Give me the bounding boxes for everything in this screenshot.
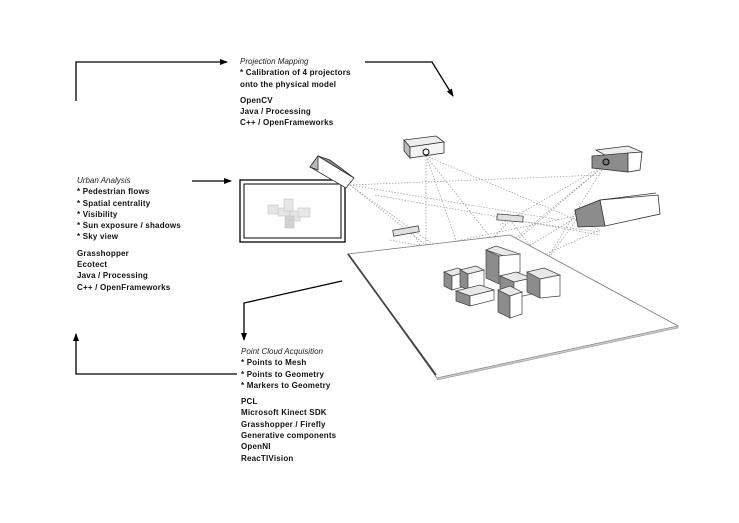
- point-cloud-tool: OpenNI: [241, 442, 271, 452]
- urban-analysis-tool: C++ / OpenFrameworks: [77, 282, 171, 292]
- point-cloud-tool: Grasshopper / Firefly: [241, 419, 326, 429]
- projector-right-top: [591, 145, 644, 173]
- urban-analysis-bullet: * Sun exposure / shadows: [77, 221, 181, 231]
- projector-left: [309, 154, 355, 189]
- urban-analysis-bullet: * Pedestrian flows: [77, 187, 150, 197]
- analysis-screen: [239, 179, 346, 243]
- projection-mapping-tool: OpenCV: [240, 95, 273, 105]
- arrow-projection-to-model: [365, 61, 454, 97]
- urban-analysis-tool: Grasshopper: [77, 248, 129, 258]
- projection-mapping-title: Projection Mapping: [240, 57, 309, 66]
- projection-mapping-bullet: * Calibration of 4 projectors: [240, 68, 351, 78]
- arrow-pointcloud-to-analysis: [73, 333, 237, 375]
- point-cloud-bullet: * Markers to Geometry: [241, 380, 331, 390]
- point-cloud-block: Point Cloud Acquisition * Points to Mesh…: [241, 346, 336, 464]
- point-cloud-tool: PCL: [241, 397, 258, 407]
- point-cloud-title: Point Cloud Acquisition: [241, 347, 323, 356]
- flow-arrows: [73, 59, 454, 375]
- projection-mapping-tool: Java / Processing: [240, 107, 311, 117]
- point-cloud-tool: Generative components: [241, 431, 337, 441]
- point-cloud-tool: ReacTIVision: [241, 453, 294, 463]
- physical-model-blocks: [443, 245, 562, 319]
- kinect-sensor-left: [392, 225, 420, 237]
- urban-analysis-tool: Ecotect: [77, 260, 108, 270]
- projection-mapping-block: Projection Mapping * Calibration of 4 pr…: [240, 56, 351, 129]
- point-cloud-tool: Microsoft Kinect SDK: [241, 408, 327, 418]
- urban-analysis-bullet: * Sky view: [77, 232, 119, 242]
- urban-analysis-bullet: * Spatial centrality: [77, 198, 151, 208]
- urban-analysis-tool: Java / Processing: [77, 271, 148, 281]
- point-cloud-bullet: * Points to Mesh: [241, 358, 307, 368]
- arrow-analysis-to-projection: [75, 59, 228, 101]
- projection-mapping-tool: C++ / OpenFrameworks: [240, 118, 334, 128]
- projector-top: [403, 135, 446, 160]
- kinect-sensor-right: [496, 213, 524, 223]
- projector-right-large: [574, 192, 661, 228]
- point-cloud-bullet: * Points to Geometry: [241, 369, 325, 379]
- urban-analysis-title: Urban Analysis: [77, 176, 131, 185]
- screen-model-thumbnail: [267, 198, 311, 229]
- urban-analysis-block: Urban Analysis * Pedestrian flows * Spat…: [77, 175, 181, 293]
- projection-mapping-bullet: onto the physical model: [240, 79, 337, 89]
- urban-analysis-bullet: * Visibility: [77, 209, 118, 219]
- arrow-model-to-pointcloud: [241, 280, 343, 341]
